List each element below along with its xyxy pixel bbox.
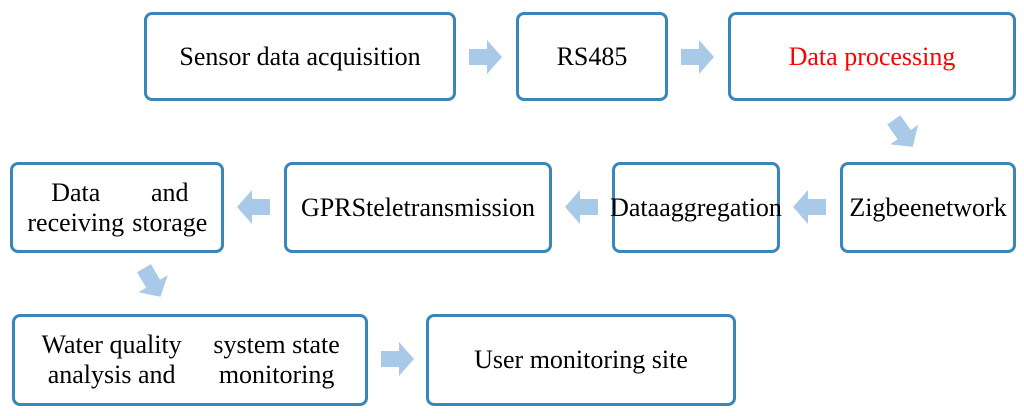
node-label-line-2: aggregation xyxy=(659,192,782,222)
arrow-left-icon xyxy=(565,190,598,224)
arrow-left-icon xyxy=(237,190,270,224)
arrow-right-icon xyxy=(381,342,414,376)
node-label: Data processing xyxy=(788,41,956,71)
arrow-right-icon xyxy=(681,40,714,74)
node-sensor-data-acquisition: Sensor data acquisition xyxy=(144,12,456,101)
node-rs485: RS485 xyxy=(516,12,668,101)
node-label: RS485 xyxy=(556,41,628,71)
node-label-line-2: and storage xyxy=(132,177,208,237)
node-zigbee-network: Zigbee network xyxy=(840,162,1016,253)
node-label-line-1: Data xyxy=(610,192,660,222)
node-label-line-2: network xyxy=(921,192,1007,222)
node-label-line-1: Water quality analysis and xyxy=(41,330,182,389)
arrow-left-icon xyxy=(793,190,826,224)
node-label-line-1: Data receiving xyxy=(27,177,125,237)
node-data-processing: Data processing xyxy=(728,12,1016,101)
node-water-quality-analysis: Water quality analysis and system state … xyxy=(12,314,368,406)
node-label: Sensor data acquisition xyxy=(179,41,421,71)
node-label: User monitoring site xyxy=(474,345,688,374)
arrow-down-icon xyxy=(129,259,176,306)
node-user-monitoring-site: User monitoring site xyxy=(426,314,736,406)
arrow-right-icon xyxy=(469,40,502,74)
node-label-line-2: teletransmission xyxy=(366,192,536,222)
node-label-line-1: GPRS xyxy=(300,192,367,222)
node-label-line-2: system state monitoring xyxy=(213,330,340,389)
node-data-receiving-storage: Data receiving and storage xyxy=(10,162,224,253)
node-data-aggregation: Data aggregation xyxy=(610,162,782,253)
arrow-down-icon xyxy=(879,110,927,157)
node-label-line-1: Zigbee xyxy=(849,192,922,222)
node-gprs-teletransmission: GPRS teletransmission xyxy=(284,162,552,253)
